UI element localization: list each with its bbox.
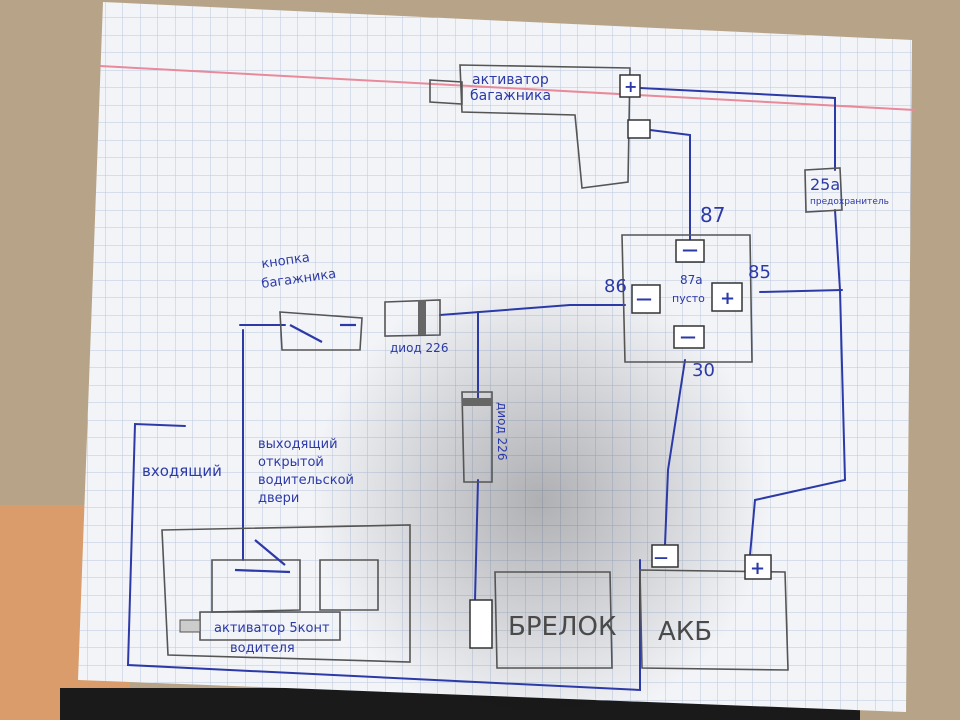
outgoing-label-4: двери — [258, 491, 299, 506]
pencil-boxes — [161, 64, 843, 671]
battery-plus-symbol: + — [750, 558, 765, 579]
diode-vertical-band — [462, 398, 492, 406]
driver-actuator-rod — [179, 619, 201, 633]
diode-vertical-box — [461, 391, 493, 483]
wire-diode-to-keyfob — [474, 479, 479, 601]
diode-vertical-label: диод 226 — [495, 402, 509, 460]
outgoing-label-1: выходящий — [258, 437, 338, 452]
fuse-label: предохранитель — [810, 197, 889, 207]
margin-line — [99, 65, 916, 111]
actuator-minus-terminal — [627, 119, 651, 139]
relay-pin-30-terminal — [673, 325, 705, 349]
incoming-label: входящий — [142, 462, 222, 480]
diode-top-label: диод 226 — [390, 341, 448, 355]
relay-pin-87-terminal — [675, 239, 705, 263]
hand-shadow — [310, 270, 770, 720]
actuator-plus-terminal — [619, 74, 641, 98]
switch-symbols — [234, 323, 356, 574]
battery-box — [639, 569, 789, 671]
wire-incoming-loop — [126, 422, 641, 692]
relay-pin-85-label: 85 — [748, 262, 771, 283]
trunk-actuator-label-1: активатор — [472, 72, 549, 88]
relay-center-text: пусто — [672, 292, 705, 305]
relay-box — [621, 234, 753, 363]
wire-85-to-fuse-line — [759, 289, 843, 293]
outgoing-label-3: водительской — [258, 473, 354, 488]
trunk-actuator-body — [459, 64, 631, 189]
wires — [126, 87, 847, 692]
relay-pin-86-minus: — — [636, 289, 652, 308]
diode-top-band — [418, 300, 426, 335]
relay-pin-30-label: 30 — [692, 360, 715, 381]
paper-sheet — [78, 2, 916, 720]
wire-30-to-battery-minus — [664, 359, 686, 546]
trunk-actuator-label-2: багажника — [470, 88, 551, 104]
wire-actuator-plus-to-fuse — [639, 87, 836, 171]
wire-actuator-minus-to-87 — [649, 129, 691, 241]
battery-minus-terminal — [651, 544, 679, 568]
actuator-plus-symbol: + — [624, 77, 637, 96]
driver-actuator-label-1: активатор 5конт — [214, 621, 330, 636]
driver-actuator-label-2: водителя — [230, 641, 295, 656]
battery-minus-symbol: — — [654, 550, 668, 566]
relay-pin-87-minus: — — [682, 240, 698, 259]
relay-pin-30-minus: — — [680, 327, 696, 346]
wire-fuse-to-battery-plus — [749, 209, 847, 556]
battery-plus-terminal — [744, 554, 772, 580]
wire-86-to-diode — [439, 304, 626, 316]
door-switch-box-right — [319, 559, 379, 611]
door-switch-base — [234, 568, 291, 574]
fuse-value: 25a — [810, 175, 840, 194]
keyfob-label: БРЕЛОК — [508, 612, 616, 642]
battery-label: АКБ — [658, 617, 712, 647]
relay-pin-86-label: 86 — [604, 276, 627, 297]
keyfob-terminal — [469, 599, 493, 649]
relay-pin-87-label: 87 — [700, 203, 725, 227]
button-box — [279, 311, 363, 351]
outgoing-label-2: открытой — [258, 455, 324, 470]
trunk-button-switch — [289, 324, 323, 343]
trunk-actuator-rod — [429, 79, 463, 105]
door-switch-blade — [254, 539, 286, 566]
fuse-box — [804, 167, 843, 213]
terminals — [179, 74, 772, 649]
door-switch-box — [211, 559, 301, 613]
relay-pin-86-terminal — [631, 284, 661, 314]
relay-pin-85-terminal — [711, 282, 743, 312]
driver-door-housing — [161, 524, 411, 663]
trunk-button-label-1: кнопка — [260, 250, 310, 272]
relay-pin-85-plus: + — [720, 288, 735, 309]
relay-pin-87a-label: 87а — [680, 273, 703, 287]
keyfob-box — [494, 571, 613, 669]
